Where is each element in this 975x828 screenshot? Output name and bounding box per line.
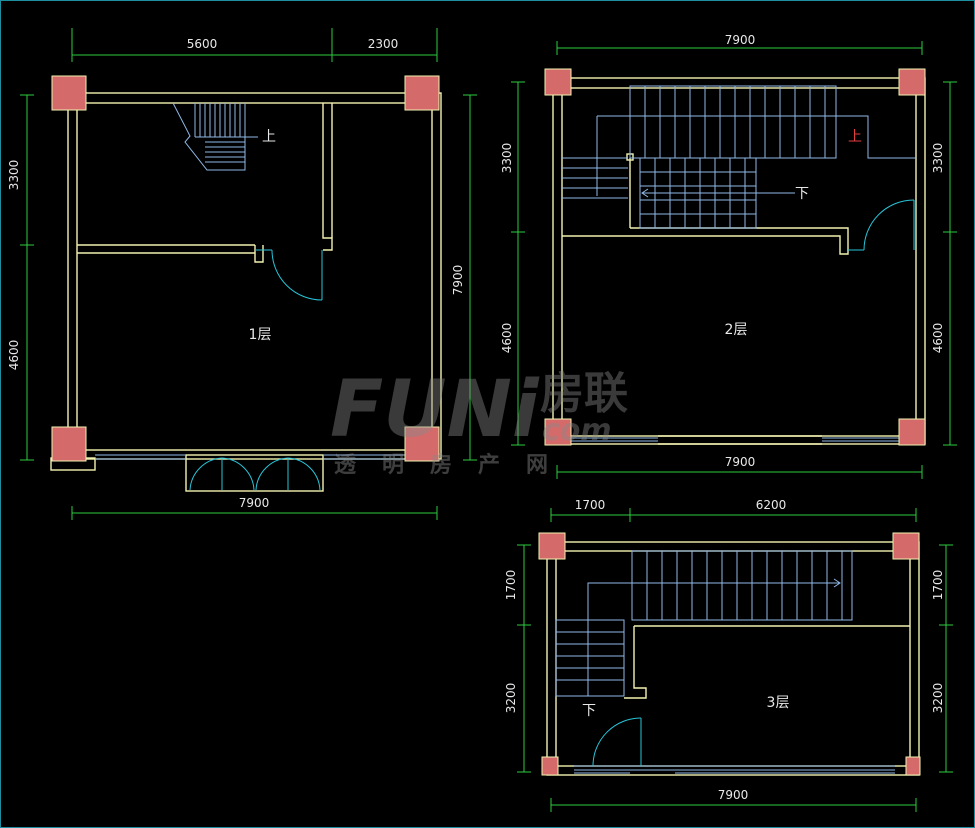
column — [51, 426, 87, 462]
plan3-walls — [546, 541, 920, 776]
plan3-dim-right-bottom: 3200 — [931, 683, 945, 714]
plan2-dim-bottom: 7900 — [725, 455, 756, 469]
plan2-dim-right-bottom: 4600 — [931, 323, 945, 354]
column — [905, 756, 921, 776]
watermark-brand: FUNi — [330, 365, 540, 455]
plan-floor-2: 7900 7900 3300 4600 3300 4600 上 下 2层 — [500, 33, 957, 479]
watermark: FUNi 房联 com 透明房产网 — [330, 365, 628, 478]
column — [892, 532, 920, 560]
plan2-doors — [848, 199, 915, 251]
plan3-columns — [538, 532, 921, 776]
plan3-dim-left-bottom: 3200 — [504, 683, 518, 714]
plan-floor-3: 1700 6200 7900 1700 3200 1700 3200 下 3层 — [504, 498, 953, 812]
plan2-floor-label: 2层 — [725, 322, 748, 338]
plan1-stair-up-mark: 上 — [262, 129, 276, 145]
plan1-columns — [51, 75, 440, 462]
plan3-windows — [574, 765, 895, 774]
column — [544, 68, 572, 96]
plan2-dim-right-top: 3300 — [931, 143, 945, 174]
watermark-brand-cn: 房联 — [540, 368, 628, 419]
plan3-dim-left-top: 1700 — [504, 570, 518, 601]
plan2-columns — [544, 68, 926, 446]
column — [544, 418, 572, 446]
column — [404, 75, 440, 111]
plan1-dimensions — [20, 28, 477, 520]
plan3-stair-down-mark: 下 — [582, 703, 596, 719]
plan-floor-1: 5600 2300 7900 3300 4600 7900 上 1层 — [7, 28, 477, 520]
plan3-dim-right-top: 1700 — [931, 570, 945, 601]
plan3-dim-top-left: 1700 — [575, 498, 606, 512]
plan1-dim-bottom: 7900 — [239, 496, 270, 510]
plan1-stairs — [172, 102, 258, 171]
plan1-doors — [189, 249, 323, 491]
column — [404, 426, 440, 462]
plan1-dim-left-top: 3300 — [7, 160, 21, 191]
plan2-stair-down-mark: 下 — [795, 186, 809, 202]
plan1-dim-top-left: 5600 — [187, 37, 218, 51]
plan2-stairs — [562, 85, 916, 229]
plan3-floor-label: 3层 — [767, 695, 790, 711]
watermark-domain: com — [542, 413, 612, 448]
plan2-windows — [570, 437, 900, 442]
plan3-dimensions — [517, 508, 953, 812]
plan2-dim-left-bottom: 4600 — [500, 323, 514, 354]
column — [51, 75, 87, 111]
plan1-windows — [95, 454, 410, 460]
plan1-dim-top-right: 2300 — [368, 37, 399, 51]
column — [538, 532, 566, 560]
column — [898, 418, 926, 446]
plan3-dim-top-right: 6200 — [756, 498, 787, 512]
plan1-dim-left-bottom: 4600 — [7, 340, 21, 371]
watermark-slogan: 透明房产网 — [334, 452, 574, 478]
plan3-dim-bottom: 7900 — [718, 788, 749, 802]
plan3-stairs — [555, 550, 853, 697]
plan2-dim-top: 7900 — [725, 33, 756, 47]
plan2-dimensions — [511, 41, 957, 479]
plan2-walls — [552, 77, 926, 445]
plan1-floor-label: 1层 — [249, 327, 272, 343]
column — [541, 756, 559, 776]
plan2-stair-up-mark: 上 — [848, 129, 862, 145]
plan1-walls — [50, 92, 442, 492]
plan1-dim-right: 7900 — [451, 265, 465, 296]
plan2-dim-left-top: 3300 — [500, 143, 514, 174]
column — [898, 68, 926, 96]
plan3-doors — [592, 717, 642, 767]
